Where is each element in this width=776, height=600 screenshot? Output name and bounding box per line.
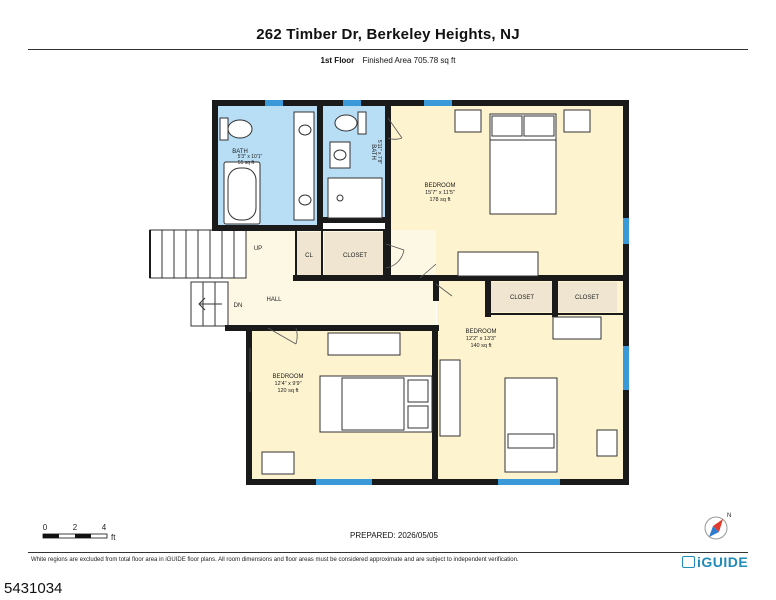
page-title: 262 Timber Dr, Berkeley Heights, NJ [256, 26, 520, 43]
footer-divider [28, 552, 748, 553]
bedroom-2-name: BEDROOM [465, 329, 496, 335]
bath-2-name: BATH [370, 144, 376, 160]
closet-cl-label: CL [305, 253, 313, 259]
closet-3-label: CLOSET [575, 295, 599, 301]
bath-2-dims: 5'11" x 7'8" [376, 140, 382, 164]
bedroom-3-name: BEDROOM [272, 374, 303, 380]
stairs-down-label: DN [234, 303, 243, 309]
closet-cl-floor [297, 232, 321, 276]
bedroom-2-area: 140 sq ft [470, 343, 492, 349]
closet-1-floor [324, 232, 384, 276]
bath-1-area: 55 sq ft [238, 160, 255, 166]
bath-1-name: BATH [232, 149, 248, 155]
brand-name: iGUIDE [697, 554, 749, 570]
bath-1-dims: 5'3" x 10'1" [238, 154, 263, 160]
closet-2-label: CLOSET [510, 295, 534, 301]
bedroom-1-area: 178 sq ft [429, 197, 451, 203]
scale-tick-4: 4 [102, 523, 107, 532]
prepared-date: PREPARED: 2026/05/05 [350, 531, 438, 540]
closet-2-floor [490, 282, 554, 312]
room-labels: BATH 5'3" x 10'1" 55 sq ft BATH 5'11" x … [232, 140, 599, 394]
fixtures [219, 109, 618, 475]
floor-summary: 1st Floor Finished Area 705.78 sq ft [0, 56, 776, 65]
disclaimer-text: White regions are excluded from total fl… [31, 557, 519, 563]
header-divider [28, 49, 748, 50]
doors [249, 117, 453, 392]
finished-area: Finished Area 705.78 sq ft [362, 56, 456, 65]
hall-label: HALL [266, 297, 282, 303]
bedroom-3-area: 120 sq ft [277, 388, 299, 394]
scale-bar: 0 2 4 ft [42, 523, 116, 542]
floor-label: 1st Floor [320, 56, 355, 65]
stairs-up [149, 229, 247, 279]
stairs-down [190, 281, 229, 327]
bedroom-3-dims: 12'4" x 9'9" [274, 381, 301, 387]
closet-3-floor [557, 282, 617, 312]
thin-walls [149, 229, 626, 315]
scale-tick-2: 2 [73, 523, 78, 532]
brand-icon [682, 556, 695, 568]
bedroom-2-dims: 12'2" x 13'3" [466, 336, 496, 342]
brand-logo: iGUIDE [682, 554, 748, 570]
closet-1-label: CLOSET [343, 253, 367, 259]
bedroom-1-dims: 15'7" x 11'5" [425, 190, 455, 196]
scale-tick-0: 0 [43, 523, 48, 532]
bedroom-1-name: BEDROOM [424, 183, 455, 189]
walls [212, 100, 629, 485]
compass-north-label: N [727, 513, 731, 519]
scale-unit: ft [111, 533, 116, 542]
stairs-up-label: UP [254, 246, 262, 252]
listing-id: 5431034 [4, 580, 63, 597]
windows [265, 100, 629, 485]
compass-icon: N [704, 513, 731, 540]
